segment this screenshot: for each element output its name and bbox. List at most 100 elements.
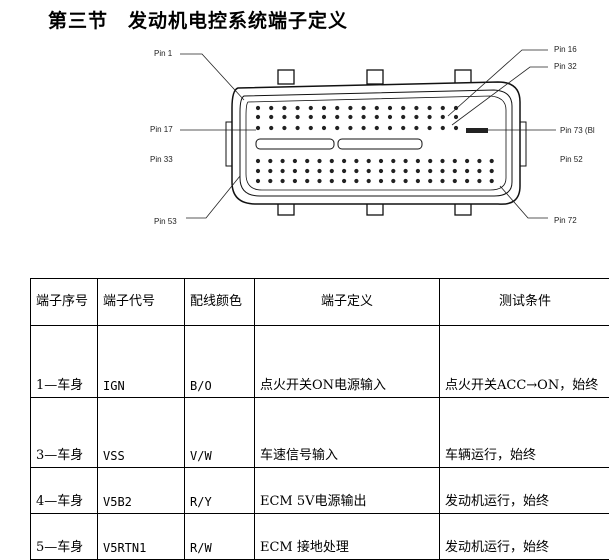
cell-wire-color: R/W bbox=[185, 514, 255, 560]
pin-dot bbox=[490, 169, 494, 173]
pin-dot bbox=[293, 159, 297, 163]
label-pin-73: Pin 73 (Bl bbox=[560, 126, 595, 135]
pin-dot bbox=[477, 169, 481, 173]
pin-dot bbox=[256, 115, 260, 119]
pin-dot bbox=[465, 169, 469, 173]
pin-dot bbox=[317, 159, 321, 163]
pin-dot bbox=[317, 179, 321, 183]
pin-dot bbox=[453, 159, 457, 163]
cell-test-condition: 发动机运行，始终 bbox=[440, 468, 609, 514]
connector-divider-left bbox=[256, 139, 334, 149]
label-pin-53: Pin 53 bbox=[154, 217, 177, 226]
pin-dot bbox=[379, 169, 383, 173]
label-pin-32: Pin 32 bbox=[554, 62, 577, 71]
pin-dot bbox=[454, 115, 458, 119]
pin-dot bbox=[404, 169, 408, 173]
pin-dot bbox=[293, 169, 297, 173]
pin-dot bbox=[342, 159, 346, 163]
pin-dot bbox=[305, 159, 309, 163]
connector-left-clip bbox=[226, 122, 232, 166]
cell-terminal-no: 5—车身 bbox=[31, 514, 98, 560]
pin-dot bbox=[348, 126, 352, 130]
pin-dot bbox=[256, 106, 260, 110]
cell-terminal-no: 1—车身 bbox=[31, 326, 98, 398]
pin-dot bbox=[256, 126, 260, 130]
pin-dot bbox=[282, 115, 286, 119]
pin-dot bbox=[490, 159, 494, 163]
pin-dot bbox=[348, 115, 352, 119]
pin-dot bbox=[268, 159, 272, 163]
cell-terminal-code: V5RTN1 bbox=[98, 514, 185, 560]
pin-dot bbox=[367, 179, 371, 183]
header-test-condition: 测试条件 bbox=[440, 279, 609, 326]
label-pin-17: Pin 17 bbox=[150, 125, 173, 134]
cell-test-condition: 点火开关ACC→ON，始终 bbox=[440, 326, 609, 398]
table-row: 5—车身 V5RTN1 R/W ECM 接地处理 发动机运行，始终 bbox=[31, 514, 609, 560]
pin-dot bbox=[428, 169, 432, 173]
header-wire-color: 配线颜色 bbox=[185, 279, 255, 326]
pin-dot bbox=[309, 115, 313, 119]
cell-terminal-no: 3—车身 bbox=[31, 398, 98, 468]
pin-dot bbox=[269, 115, 273, 119]
pin-dot bbox=[296, 106, 300, 110]
pin-dot bbox=[335, 126, 339, 130]
pin-dot bbox=[414, 126, 418, 130]
cell-terminal-definition: ECM 接地处理 bbox=[255, 514, 440, 560]
connector-top-tabs bbox=[278, 70, 471, 84]
pin-dot bbox=[441, 126, 445, 130]
pin-dot bbox=[256, 179, 260, 183]
pin-dot bbox=[453, 179, 457, 183]
pin-dot bbox=[440, 169, 444, 173]
pin-dot bbox=[367, 159, 371, 163]
pin-dot bbox=[428, 126, 432, 130]
cell-terminal-code: VSS bbox=[98, 398, 185, 468]
connector-divider-right bbox=[338, 139, 422, 149]
pin-dot bbox=[401, 115, 405, 119]
cell-test-condition: 发动机运行，始终 bbox=[440, 514, 609, 560]
cell-wire-color: V/W bbox=[185, 398, 255, 468]
pin-dot bbox=[416, 169, 420, 173]
pin-dot bbox=[453, 169, 457, 173]
cell-terminal-no: 4—车身 bbox=[31, 468, 98, 514]
label-pin-16: Pin 16 bbox=[554, 45, 577, 54]
cell-wire-color: B/O bbox=[185, 326, 255, 398]
connector-diagram: Pin 1 Pin 16 Pin 32 Pin 17 Pin 73 (Bl Pi… bbox=[0, 36, 609, 236]
cell-terminal-definition: ECM 5V电源输出 bbox=[255, 468, 440, 514]
pin-dot bbox=[465, 179, 469, 183]
pin-dot bbox=[375, 106, 379, 110]
label-pin-1: Pin 1 bbox=[154, 49, 173, 58]
pin-dot bbox=[404, 159, 408, 163]
pin-dot bbox=[309, 106, 313, 110]
pin-dot bbox=[379, 159, 383, 163]
cell-terminal-code: IGN bbox=[98, 326, 185, 398]
pin-dot bbox=[281, 179, 285, 183]
pin-dot bbox=[391, 179, 395, 183]
pin-dot bbox=[256, 169, 260, 173]
pin-dot bbox=[335, 115, 339, 119]
pin-dot bbox=[330, 169, 334, 173]
pin-dot bbox=[428, 115, 432, 119]
pin-dot bbox=[269, 126, 273, 130]
pin-dot bbox=[354, 159, 358, 163]
pin-dot bbox=[293, 179, 297, 183]
pin-dot bbox=[416, 179, 420, 183]
terminal-table: 端子序号 端子代号 配线颜色 端子定义 测试条件 1—车身 IGN B/O 点火… bbox=[30, 278, 609, 560]
pin-dot bbox=[330, 159, 334, 163]
pin-dot bbox=[335, 106, 339, 110]
pin-dot bbox=[256, 159, 260, 163]
pin-dot bbox=[428, 179, 432, 183]
pin-dot bbox=[330, 179, 334, 183]
cell-wire-color: R/Y bbox=[185, 468, 255, 514]
pin-dot bbox=[342, 179, 346, 183]
pin-dot bbox=[477, 159, 481, 163]
label-pin-52: Pin 52 bbox=[560, 155, 583, 164]
pin-dot bbox=[296, 126, 300, 130]
pin-dot bbox=[388, 126, 392, 130]
pin-dot bbox=[428, 159, 432, 163]
pin-dot bbox=[348, 106, 352, 110]
pin-dot bbox=[342, 169, 346, 173]
pin-dot bbox=[490, 179, 494, 183]
cell-terminal-definition: 点火开关ON电源输入 bbox=[255, 326, 440, 398]
pin-dot bbox=[401, 106, 405, 110]
label-pin-33: Pin 33 bbox=[150, 155, 173, 164]
